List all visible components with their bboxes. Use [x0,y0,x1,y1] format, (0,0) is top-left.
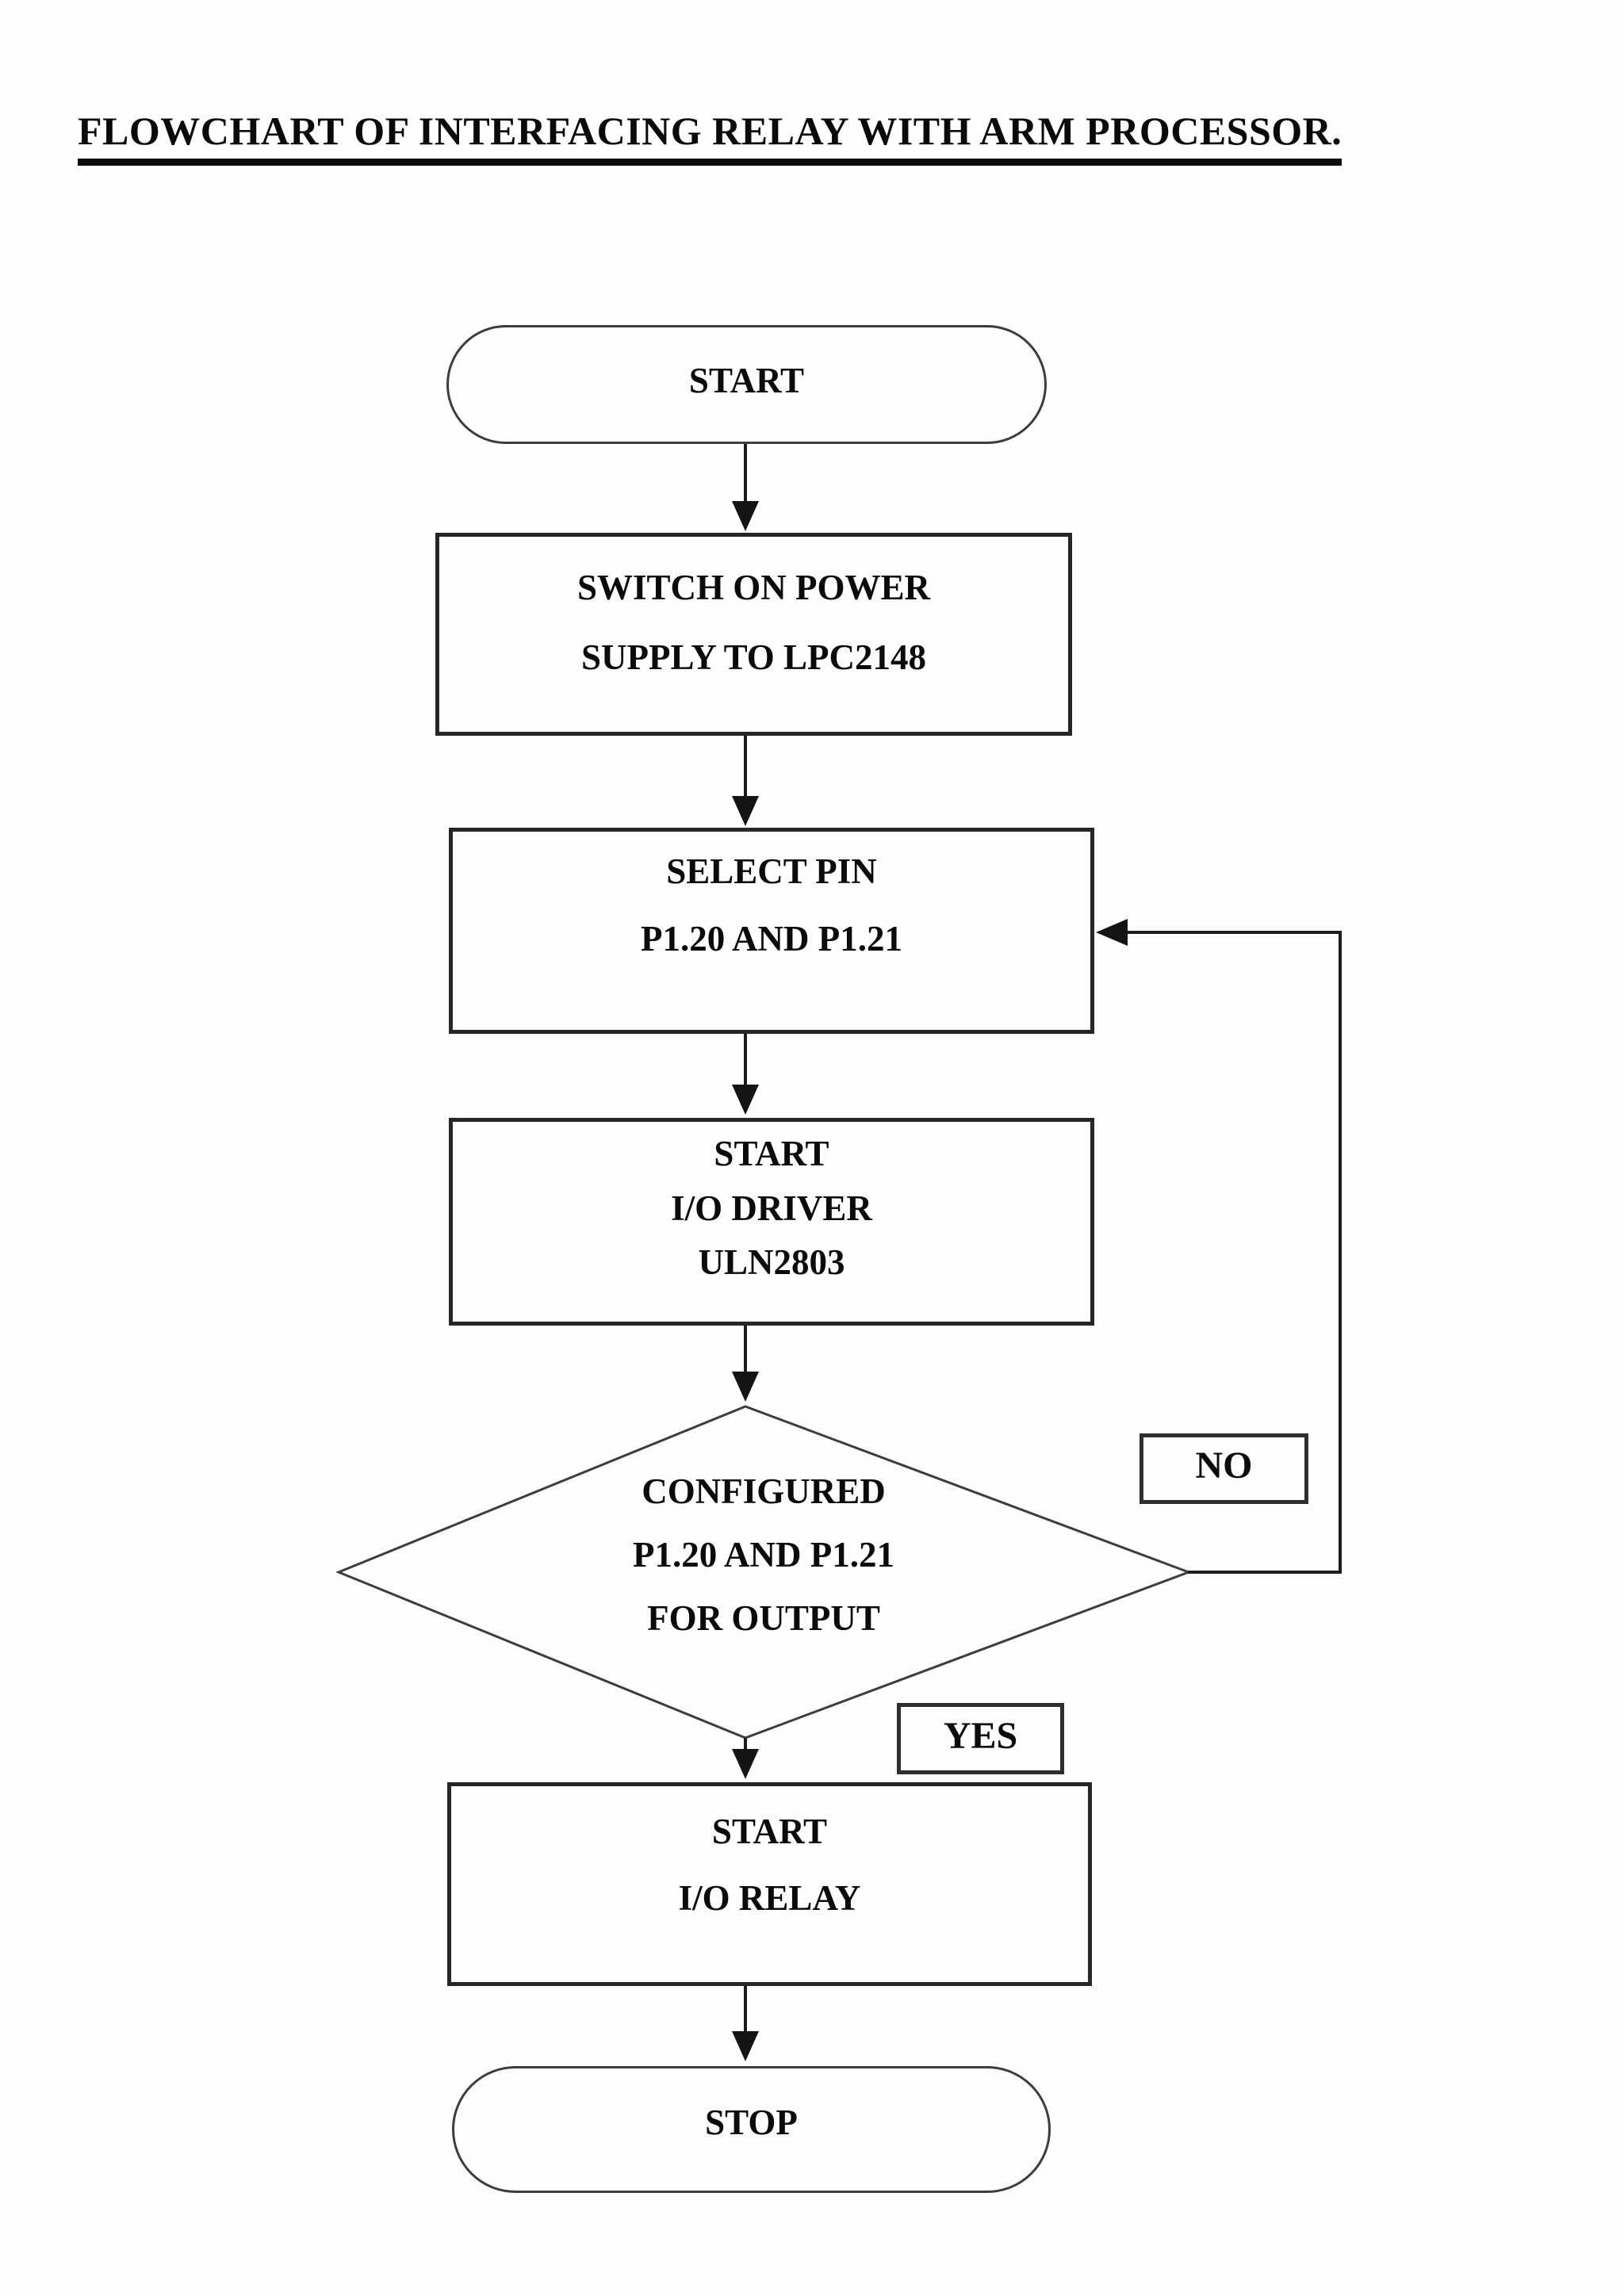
process-io-relay-line-2: I/O RELAY [678,1877,861,1918]
decision-line-2: P1.20 AND P1.21 [633,1534,894,1575]
terminator-stop-label: STOP [705,2103,798,2142]
feedback-top-line [1126,931,1342,934]
connector-power-to-select-line [744,736,747,798]
process-select-pin: SELECT PIN P1.20 AND P1.21 [449,828,1094,1034]
decision-line-1: CONFIGURED [642,1471,886,1511]
process-power-supply-line-1: SWITCH ON POWER [576,568,931,608]
decision-line-3: FOR OUTPUT [647,1598,880,1639]
process-io-relay: START I/O RELAY [447,1782,1092,1986]
decision-configured: CONFIGURED P1.20 AND P1.21 FOR OUTPUT [336,1405,1191,1739]
process-io-driver-line-1: START [714,1134,829,1174]
process-power-supply: SWITCH ON POWER SUPPLY TO LPC2148 [435,533,1072,736]
arrowhead-down-into-decision [732,1372,759,1402]
label-box-no: NO [1139,1433,1308,1504]
arrowhead-down-into-stop [732,2031,759,2061]
arrowhead-left-into-select [1096,919,1128,946]
process-power-supply-line-2: SUPPLY TO LPC2148 [580,637,927,677]
terminator-stop: STOP [452,2066,1051,2193]
page-title: FLOWCHART OF INTERFACING RELAY WITH ARM … [78,108,1342,166]
no-branch-label: NO [1195,1445,1253,1487]
process-io-driver-line-2: I/O DRIVER [671,1188,872,1228]
arrowhead-down-into-power [732,501,759,531]
arrowhead-down-into-relay [732,1749,759,1779]
process-select-pin-line-2: P1.20 AND P1.21 [641,919,902,959]
connector-decision-to-relay-line [744,1738,747,1752]
feedback-bottom-line [1188,1571,1342,1574]
process-select-pin-line-1: SELECT PIN [666,851,877,891]
connector-relay-to-stop-line [744,1986,747,2034]
process-io-relay-line-1: START [711,1812,828,1852]
yes-branch-label: YES [943,1714,1018,1757]
connector-driver-to-decision-line [744,1326,747,1373]
decision-configured-text: CONFIGURED P1.20 AND P1.21 FOR OUTPUT [336,1405,1191,1739]
arrowhead-down-into-select [732,796,759,826]
process-io-driver: START I/O DRIVER ULN2803 [449,1118,1094,1326]
process-io-driver-line-3: ULN2803 [698,1242,845,1283]
label-box-yes: YES [897,1703,1064,1774]
arrowhead-down-into-driver [732,1085,759,1115]
connector-select-to-driver-line [744,1034,747,1086]
terminator-start-label: START [688,361,805,400]
connector-start-to-power-line [744,444,747,503]
feedback-vertical-line [1339,931,1342,1574]
terminator-start: START [446,325,1047,444]
